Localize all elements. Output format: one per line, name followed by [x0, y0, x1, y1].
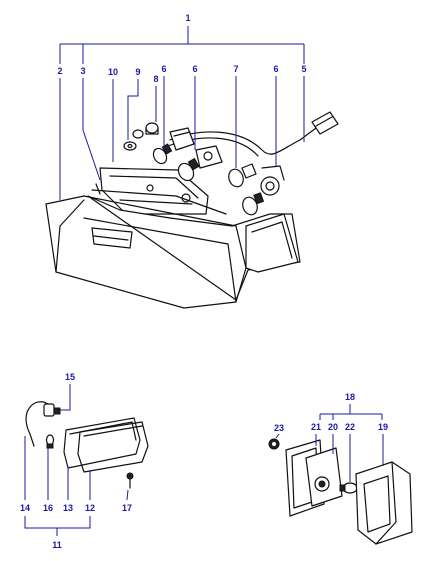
bulb-7	[228, 163, 257, 188]
callout-20: 20	[328, 422, 338, 432]
bulb-socket-middle	[195, 145, 223, 169]
callouts-main: 1 2 3 5 10 9 8 6 6 7 6	[57, 13, 307, 200]
side-marker-assembly	[268, 438, 413, 545]
bulb-socket-right	[260, 165, 285, 196]
callout-7: 7	[233, 64, 238, 74]
bulb-22	[339, 482, 358, 494]
callout-9: 9	[135, 67, 140, 77]
callout-14: 14	[20, 503, 30, 513]
connector-plug	[311, 111, 339, 135]
socket-20	[305, 447, 343, 507]
callout-18: 18	[345, 392, 355, 402]
socket-8	[145, 122, 159, 135]
callout-6b: 6	[192, 64, 197, 74]
lamp-housing	[87, 195, 301, 301]
callout-16: 16	[43, 503, 53, 513]
callouts-license: 15 14 16 13 12 17 11	[20, 372, 132, 550]
callout-13: 13	[63, 503, 73, 513]
callout-8: 8	[153, 74, 158, 84]
marker-lens-19	[355, 461, 413, 545]
lamp-lens-12	[77, 421, 149, 473]
callout-6c: 6	[273, 64, 278, 74]
callout-1: 1	[185, 13, 190, 23]
callouts-marker: 18 21 20 22 19 23	[274, 392, 388, 482]
callout-23: 23	[274, 423, 284, 433]
bulb-socket-left	[169, 127, 195, 151]
lamp-housing-13	[63, 417, 141, 469]
bulb-6b	[177, 157, 200, 182]
rear-lamp-assembly	[45, 111, 339, 309]
callout-5: 5	[301, 64, 306, 74]
callout-15: 15	[65, 372, 75, 382]
callout-21: 21	[311, 422, 321, 432]
callout-10: 10	[108, 67, 118, 77]
lamp-lens	[45, 195, 299, 309]
connector-15	[43, 403, 61, 417]
bulb-6a	[152, 143, 173, 165]
callout-6a: 6	[161, 64, 166, 74]
callout-22: 22	[345, 422, 355, 432]
wiring-harness	[169, 127, 317, 155]
callout-3: 3	[80, 66, 85, 76]
bulb-16	[45, 434, 55, 449]
lamp-gasket	[91, 189, 227, 215]
screw-17	[126, 472, 134, 489]
callout-19: 19	[378, 422, 388, 432]
callout-12: 12	[85, 503, 95, 513]
washer-9	[123, 129, 144, 151]
callout-17: 17	[122, 503, 132, 513]
bulb-6c	[242, 192, 265, 216]
callout-11: 11	[52, 540, 62, 550]
license-lamp-assembly	[25, 401, 149, 489]
callout-2: 2	[57, 66, 62, 76]
nut-23	[268, 438, 280, 450]
